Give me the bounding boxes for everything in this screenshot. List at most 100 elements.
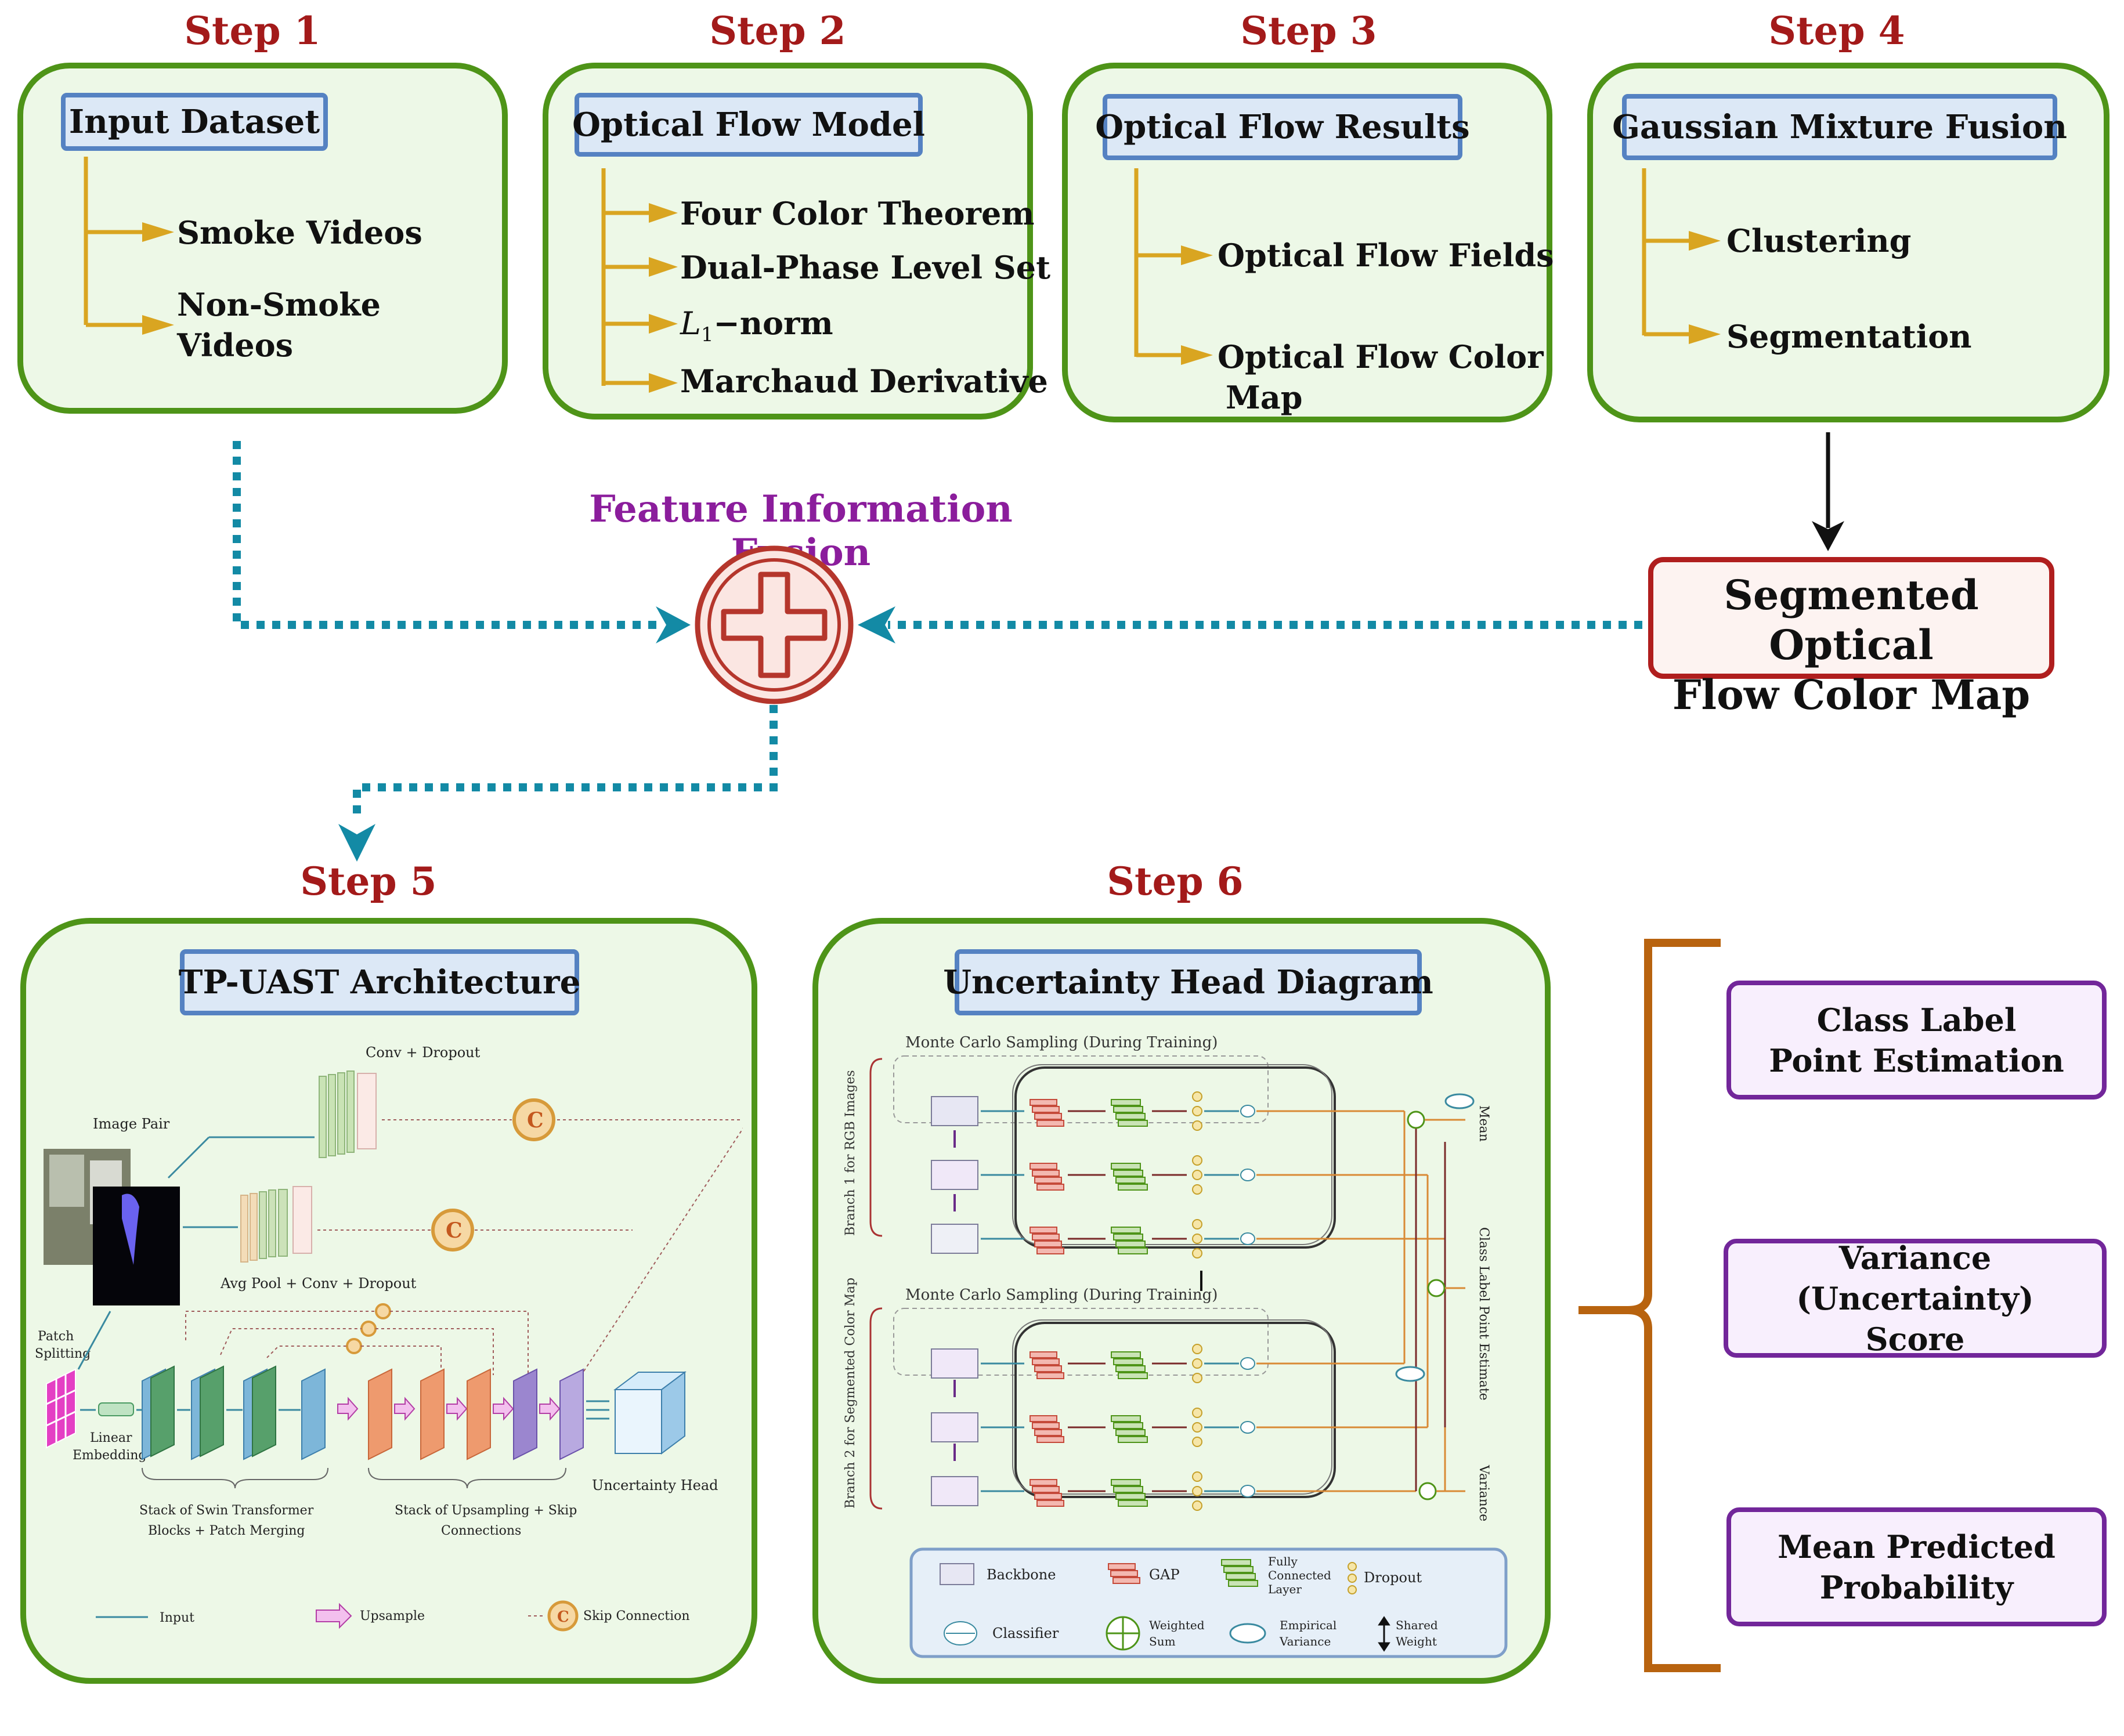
uh-legend-empirical-2: Variance — [1279, 1634, 1331, 1648]
step-3-item-map: Map — [1226, 379, 1303, 416]
tp-uncertainty-head-label: Uncertainty Head — [592, 1477, 718, 1493]
uh-legend-dropout: Dropout — [1364, 1569, 1422, 1586]
step-3-tree — [1134, 168, 1184, 357]
uh-legend-shared-2: Weight — [1396, 1634, 1437, 1648]
uh-row — [931, 1219, 1445, 1258]
uncertainty-head-figure: Monte Carlo Sampling (During Training) M… — [843, 1034, 1508, 1658]
uh-legend-weighted-2: Sum — [1149, 1634, 1176, 1648]
uh-row — [931, 1471, 1416, 1511]
uh-legend-shared-1: Shared — [1396, 1618, 1438, 1632]
tp-legend-upsample: Upsample — [360, 1609, 425, 1623]
step-1-item-non-smoke: Non-Smoke — [177, 286, 381, 323]
step-2-item-dual-phase: Dual-Phase Level Set — [680, 249, 1051, 286]
tp-upsampling-blocks — [337, 1368, 584, 1460]
tp-legend-upsample-icon — [316, 1603, 352, 1629]
output-variance-line1: Variance (Uncertainty) — [1796, 1239, 2034, 1317]
tp-swin-label-1: Stack of Swin Transformer — [139, 1503, 314, 1518]
step-3-item-color-map: Optical Flow Color — [1218, 338, 1544, 375]
uh-row — [931, 1344, 1404, 1383]
tp-skip-symbol: C — [527, 1108, 544, 1133]
tp-avgpool-label: Avg Pool + Conv + Dropout — [220, 1275, 417, 1292]
step-4-arrowhead — [1689, 231, 1721, 251]
step-1-arrowhead — [142, 222, 174, 242]
uh-legend-fc-2: Connected — [1268, 1568, 1331, 1582]
step-4-tree — [1642, 168, 1692, 337]
output-class-label-line2: Point Estimation — [1769, 1041, 2064, 1079]
dotted-arrowhead-right — [858, 606, 895, 643]
tp-skip-icon-top — [512, 1098, 555, 1141]
l1-subscript: 1 — [700, 323, 714, 346]
step-4-item-clustering: Clustering — [1726, 222, 1912, 259]
uh-branch-1-label: Branch 1 for RGB Images — [843, 1070, 858, 1236]
step-2-item-marchaud: Marchaud Derivative — [680, 363, 1048, 400]
tp-uast-figure: Conv + Dropout C Image Pair Avg Pool + C… — [35, 1044, 743, 1632]
step-1-tree — [84, 157, 145, 327]
uh-mc-label-1: Monte Carlo Sampling (During Training) — [905, 1034, 1218, 1051]
step-2-arrowhead — [649, 257, 678, 277]
uh-legend-fc-3: Layer — [1268, 1582, 1302, 1596]
output-variance-line2: Score — [1865, 1320, 1965, 1358]
dotted-connectors — [233, 441, 1642, 818]
tp-image-pair-label: Image Pair — [93, 1116, 170, 1132]
tp-conv-block-top — [319, 1070, 377, 1158]
uh-branch-2-label: Branch 2 for Segmented Color Map — [843, 1278, 858, 1509]
uh-mean-label: Mean — [1476, 1105, 1491, 1142]
step-3-arrowhead — [1181, 345, 1213, 365]
step-4-title: Step 4 — [1768, 8, 1905, 53]
segmented-map-line2: Flow Color Map — [1672, 671, 2031, 719]
tp-patch-label-2: Splitting — [35, 1347, 91, 1361]
tp-legend-skip: Skip Connection — [583, 1609, 690, 1623]
step-3-item-fields: Optical Flow Fields — [1218, 237, 1554, 274]
tp-linear-label-1: Linear — [90, 1431, 132, 1445]
uh-legend-empirical-icon — [1229, 1623, 1266, 1644]
uh-legend-empirical-1: Empirical — [1280, 1618, 1336, 1632]
tp-legend-skip-icon — [547, 1600, 579, 1632]
tp-upsampling-label-1: Stack of Upsampling + Skip — [395, 1503, 577, 1518]
tp-skip-symbol: C — [446, 1218, 463, 1243]
step-2-arrowhead — [649, 314, 678, 334]
tp-patch-grid-icon — [46, 1368, 76, 1449]
step-3-title: Step 3 — [1240, 8, 1377, 53]
step-2-arrowhead — [649, 203, 678, 223]
uh-legend-box — [909, 1547, 1508, 1658]
norm-label: −norm — [713, 305, 833, 342]
uh-legend-fc-icon — [1221, 1559, 1258, 1587]
step-3-heading: Optical Flow Results — [1095, 94, 1470, 160]
tp-avgpool-block — [240, 1186, 312, 1263]
uh-legend-backbone: Backbone — [987, 1567, 1056, 1583]
uh-legend-gap: GAP — [1149, 1567, 1180, 1583]
output-class-label-line1: Class Label — [1816, 1001, 2017, 1039]
dotted-arrowhead-down — [338, 824, 375, 862]
output-mean-line1: Mean Predicted — [1778, 1528, 2056, 1565]
uh-mc-label-2: Monte Carlo Sampling (During Training) — [905, 1286, 1218, 1304]
uh-variance-label: Variance — [1476, 1464, 1491, 1521]
segmented-map-line1: Segmented Optical — [1724, 571, 1979, 669]
tp-swin-blocks — [142, 1365, 326, 1460]
tp-legend-input: Input — [160, 1611, 194, 1625]
tp-skip-icon-small — [360, 1321, 377, 1337]
step-1-title: Step 1 — [184, 8, 321, 53]
uh-legend-shared-icon — [1378, 1616, 1390, 1652]
uh-row — [931, 1155, 1428, 1195]
uh-empirical-nodes — [1395, 1093, 1475, 1382]
output-variance: Variance (Uncertainty)Score — [1724, 1239, 2107, 1358]
step-4-heading: Gaussian Mixture Fusion — [1612, 94, 2067, 160]
tp-upsampling-label-2: Connections — [441, 1524, 521, 1538]
tp-uncertainty-head-cube — [613, 1371, 687, 1455]
step-2-item-l1-norm: L1−norm — [680, 303, 833, 355]
uh-row — [931, 1091, 1404, 1131]
l1-symbol: L — [680, 305, 701, 342]
step-2-heading: Optical Flow Model — [572, 93, 925, 157]
step-5-title: Step 5 — [300, 859, 437, 904]
step-6-heading: Uncertainty Head Diagram — [943, 949, 1433, 1015]
step-2-item-four-color: Four Color Theorem — [680, 195, 1035, 232]
uh-row — [931, 1408, 1428, 1447]
tp-swin-label-2: Blocks + Patch Merging — [148, 1524, 305, 1538]
tp-conv-dropout-label: Conv + Dropout — [366, 1044, 481, 1061]
uh-legend-dropout-icon — [1348, 1562, 1357, 1594]
segmented-map-box: Segmented Optical Flow Color Map — [1648, 557, 2054, 719]
step-1-heading: Input Dataset — [61, 93, 328, 151]
